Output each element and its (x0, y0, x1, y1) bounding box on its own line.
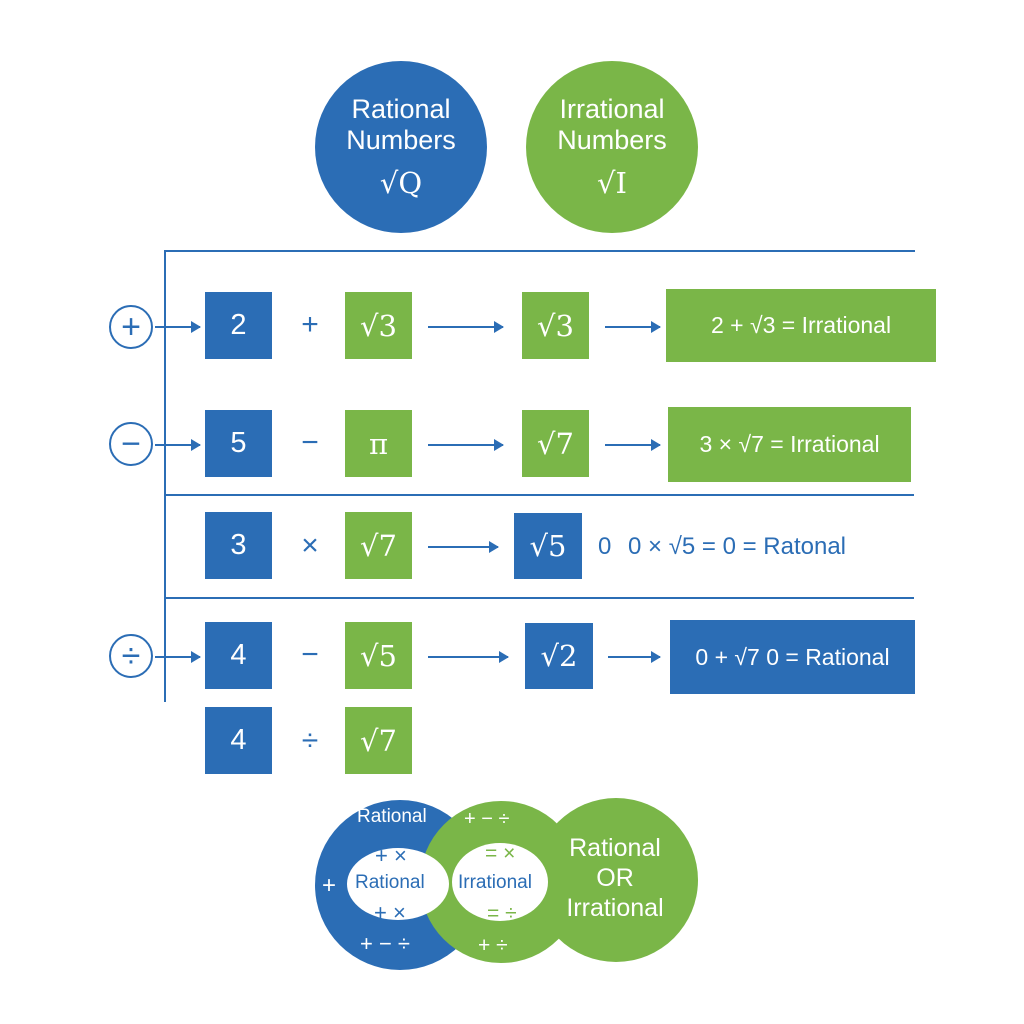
row5-operand1: 4 (205, 707, 272, 774)
rational-symbol: √Q (379, 166, 423, 200)
row3-operator: × (301, 529, 319, 562)
venn-irrational-inner (452, 843, 548, 921)
venn-result-circle (534, 798, 698, 962)
row5-operand2: √7 (345, 707, 412, 774)
row4-operator: − (301, 638, 319, 671)
irrational-symbol: √I (597, 166, 627, 200)
venn-right-line3: Irrational (566, 894, 664, 922)
venn-rational-inner (347, 848, 449, 920)
venn-right-line1: Rational (569, 834, 661, 862)
venn-right-line2: OR (596, 864, 634, 892)
row1-icon-arrow (155, 322, 201, 332)
row4-arrow-1 (428, 652, 509, 662)
venn-mid-center: Irrational (458, 872, 532, 893)
row1-middle: √3 (522, 292, 589, 359)
row4-icon-arrow (155, 652, 201, 662)
row2-arrow-1 (428, 440, 504, 450)
row3-operand1: 3 (205, 512, 272, 579)
venn-mid-ops-eq: = × (485, 842, 516, 865)
frame-left-line (164, 250, 166, 702)
row1-operator: + (301, 308, 319, 341)
venn-mid-ops-top: + − ÷ (464, 808, 510, 830)
venn-left-arc-label: Rational (357, 806, 427, 827)
divide-circle-icon: ÷ (109, 634, 153, 678)
irrational-numbers-circle: Irrational Numbers √I (526, 61, 698, 233)
row2-operator: − (301, 426, 319, 459)
rational-numbers-circle: Rational Numbers √Q (315, 61, 487, 233)
row3-result-prefix: 0 (598, 533, 612, 560)
row1-result: 2 + √3 = Irrational (666, 289, 936, 362)
venn-mid-ops-low: = ÷ (487, 902, 517, 925)
row1-operand2: √3 (345, 292, 412, 359)
row2-arrow-2 (605, 440, 661, 450)
irrational-title-line2: Numbers (557, 125, 667, 155)
frame-top-line (164, 250, 915, 252)
row3-middle: √5 (514, 513, 582, 579)
row3-arrow-1 (428, 542, 499, 552)
row2-result: 3 × √7 = Irrational (668, 407, 911, 482)
row4-operand1: 4 (205, 622, 272, 689)
venn-left-ops-bottom: + − ÷ (360, 931, 410, 956)
row4-middle: √2 (525, 623, 593, 689)
venn-left-ops-mid: + × (374, 900, 406, 925)
separator-line-1 (164, 494, 914, 496)
rational-title-line1: Rational (351, 94, 451, 124)
row2-middle: √7 (522, 410, 589, 477)
venn-left-center: Rational (355, 872, 425, 893)
venn-left-ops-top: + × (375, 843, 407, 868)
row3-operand2: √7 (345, 512, 412, 579)
row2-operand2: π (345, 410, 412, 477)
row2-icon-arrow (155, 440, 201, 450)
irrational-title-line1: Irrational (559, 94, 665, 124)
minus-circle-icon: − (109, 422, 153, 466)
venn-left-plus: + (322, 872, 337, 899)
separator-line-2 (164, 597, 914, 599)
row1-arrow-1 (428, 322, 504, 332)
row5-operator: ÷ (301, 724, 319, 757)
rational-title-line2: Numbers (346, 125, 456, 155)
row1-arrow-2 (605, 322, 661, 332)
row4-arrow-2 (608, 652, 661, 662)
row3-result: 0 × √5 = 0 = Ratonal (628, 533, 846, 560)
row2-operand1: 5 (205, 410, 272, 477)
row1-operand1: 2 (205, 292, 272, 359)
row4-operand2: √5 (345, 622, 412, 689)
venn-mid-ops-bottom: + ÷ (478, 934, 508, 957)
row4-result: 0 + √7 0 = Rational (670, 620, 915, 694)
plus-circle-icon: + (109, 305, 153, 349)
